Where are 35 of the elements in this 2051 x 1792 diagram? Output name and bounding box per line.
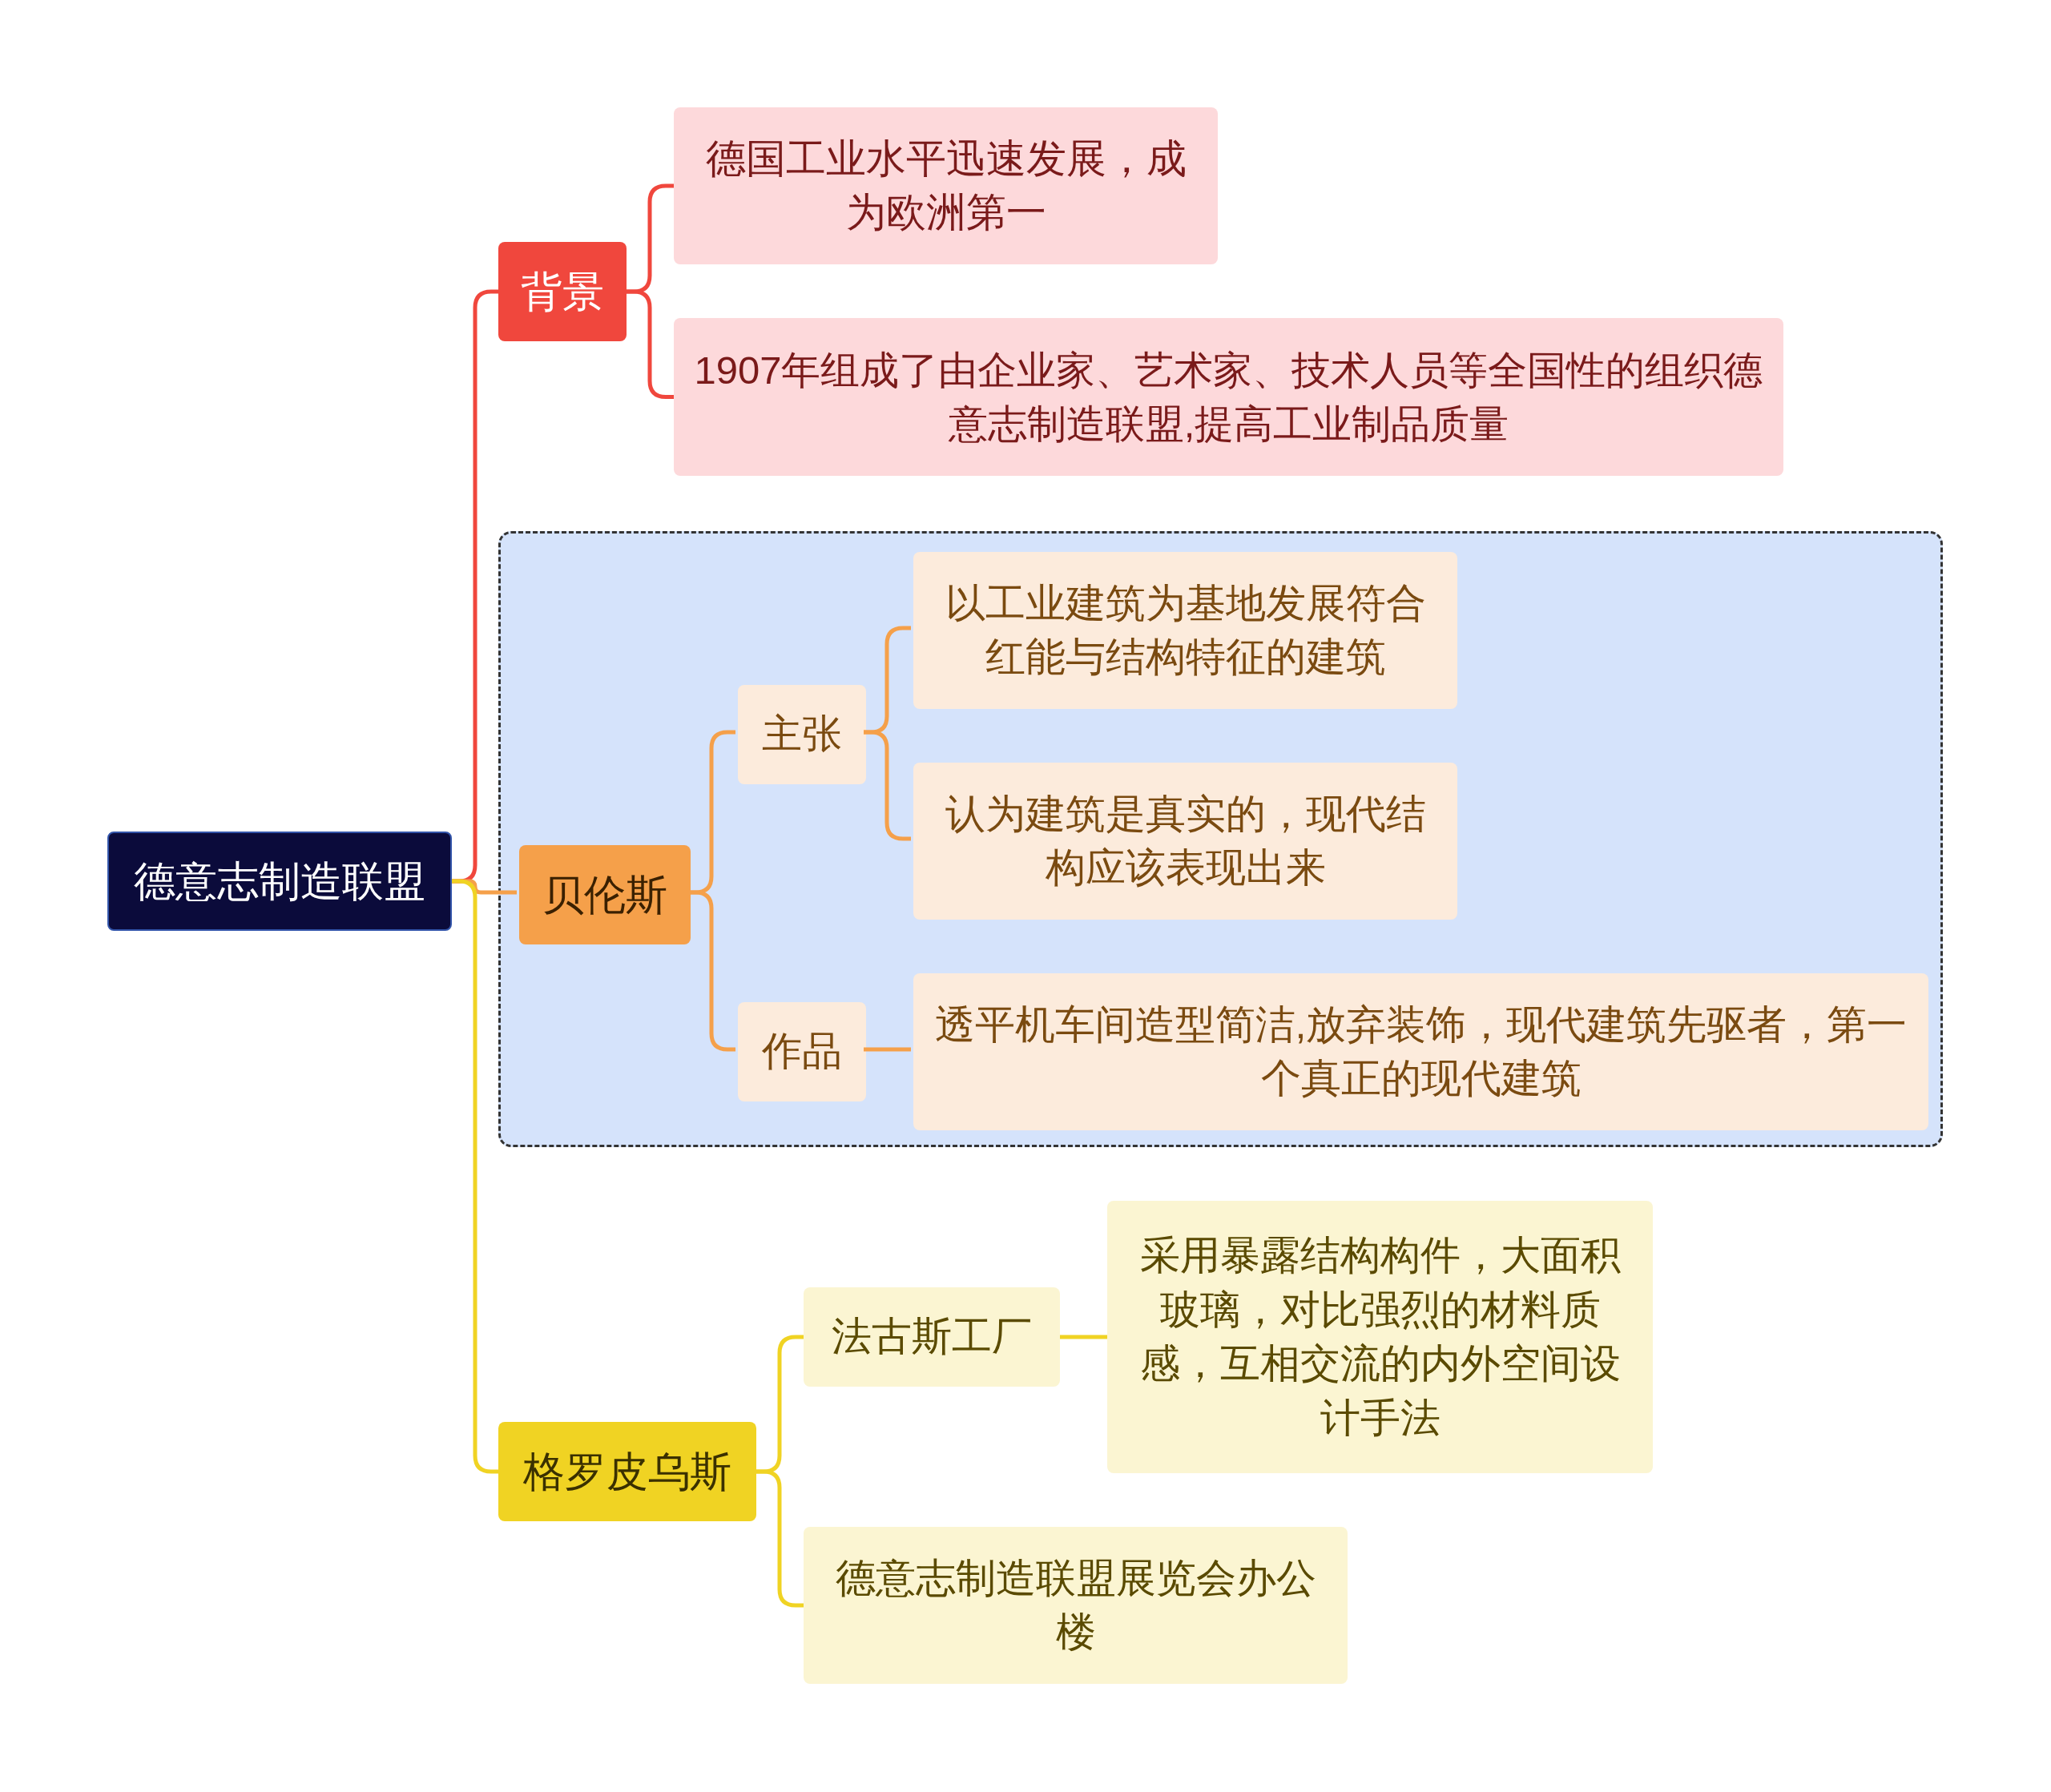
node-text: 法古斯工厂: [832, 1313, 1032, 1361]
detail-box: [1107, 1201, 1653, 1473]
detail-box: [913, 763, 1457, 920]
node-text: 以工业建筑为基地发展符合红能与结构特征的建筑: [944, 579, 1427, 681]
connector-line: [452, 879, 498, 1474]
branch-topic-box: [519, 845, 691, 944]
connector-line: [688, 890, 735, 1052]
node-text: 透平机车间造型简洁,放弃装饰，现代建筑先驱者，第一个真正的现代建筑: [933, 1001, 1908, 1102]
group-frame: [498, 531, 1943, 1147]
node-text: 德意志制造联盟展览会办公楼: [834, 1554, 1317, 1656]
connector-line: [627, 289, 674, 399]
connector-line: [756, 1469, 804, 1608]
branch-topic-box: [498, 1422, 756, 1521]
detail-box: [674, 318, 1783, 476]
detail-box: [913, 973, 1928, 1130]
node-text: 认为建筑是真实的，现代结构应该表现出来: [944, 790, 1427, 892]
node-text: 1907年组成了由企业家、艺术家、技术人员等全国性的组织德意志制造联盟,提高工业制品质量: [693, 348, 1764, 447]
detail-box: [913, 552, 1457, 709]
node-text: 格罗皮乌斯: [523, 1447, 731, 1496]
node-text: 德意志制造联盟: [134, 856, 425, 906]
node-text: 背景: [521, 267, 604, 316]
connector-line: [864, 1047, 911, 1052]
subtopic-box: [738, 1002, 866, 1101]
detail-box: [804, 1527, 1348, 1684]
node-text: 德国工业水平迅速发展，成为欧洲第一: [704, 135, 1187, 236]
detail-box: [674, 107, 1218, 264]
connector-line: [1060, 1335, 1107, 1339]
node-text: 采用暴露结构构件，大面积玻璃，对比强烈的材料质感，互相交流的内外空间设计手法: [1138, 1232, 1622, 1442]
subtopic-box: [804, 1287, 1060, 1387]
node-text: 贝伦斯: [542, 870, 667, 920]
node-text: 作品: [762, 1028, 842, 1076]
root-topic-box: [107, 832, 452, 931]
branch-topic-box: [498, 242, 627, 341]
subtopic-box: [738, 685, 866, 784]
node-text: 主张: [762, 711, 842, 759]
